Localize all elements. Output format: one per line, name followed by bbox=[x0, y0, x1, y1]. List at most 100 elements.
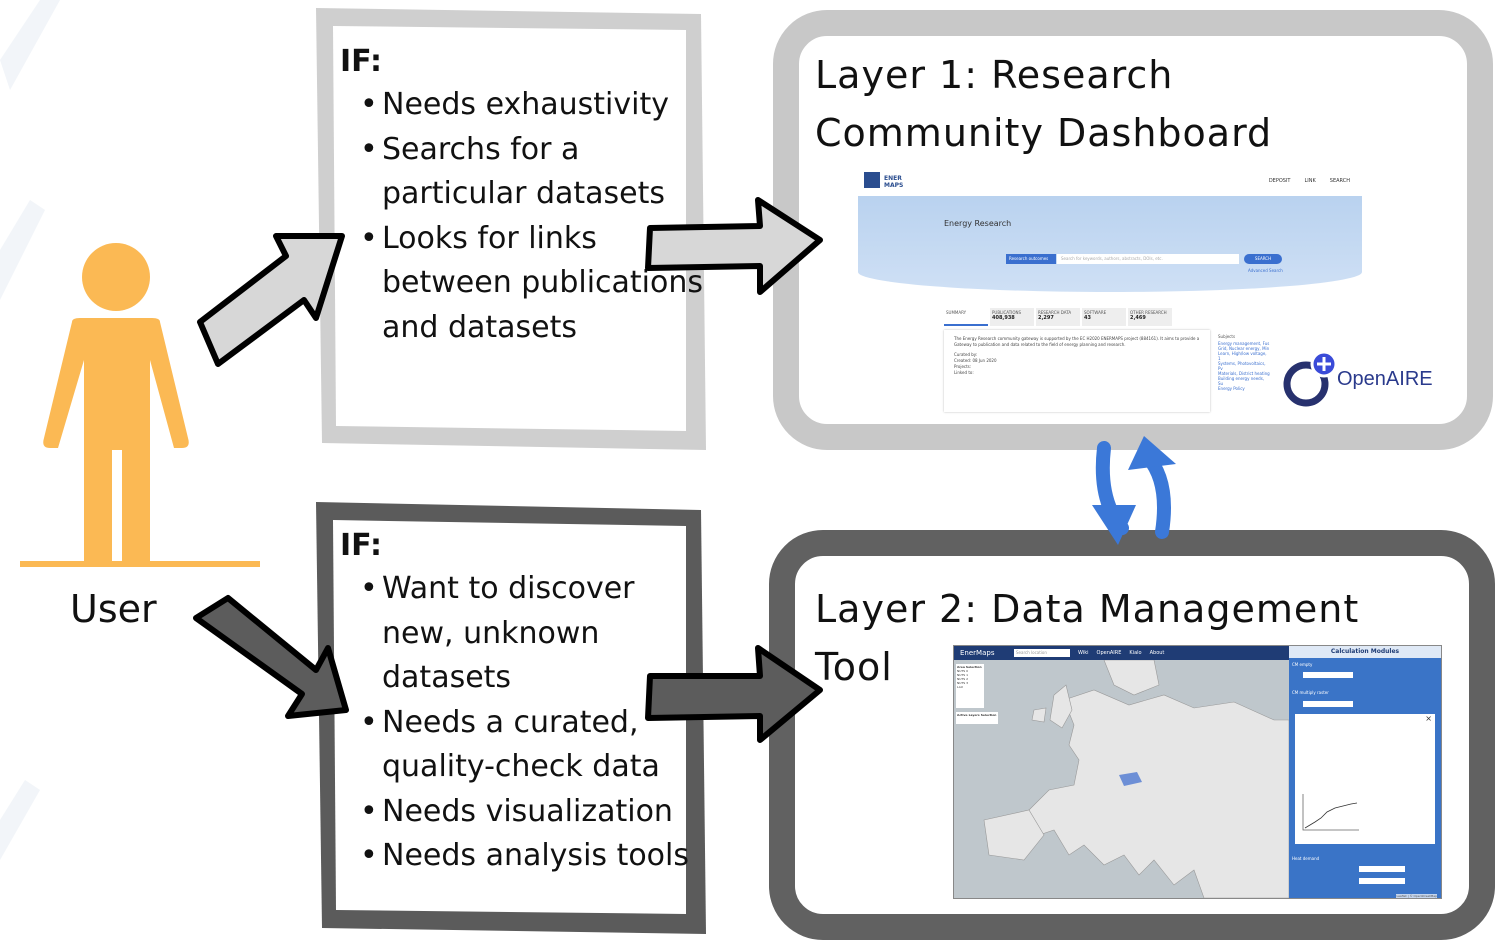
subjects-panel: Subjects Energy management, Fus Grid, Nu… bbox=[1214, 330, 1274, 412]
nuts-option[interactable]: NUTS 3 bbox=[957, 681, 969, 685]
layer1-dashboard-screenshot: ENER MAPS DEPOSIT LINK SEARCH Energy Res… bbox=[858, 168, 1368, 420]
nuts-option[interactable]: NUTS 2 bbox=[957, 677, 969, 681]
nuts-option[interactable]: LAU bbox=[957, 685, 963, 689]
nav-search-link[interactable]: SEARCH bbox=[1329, 178, 1350, 184]
layer2-title-line1: Layer 2: Data Management bbox=[815, 587, 1360, 631]
area-selection-panel: Area Selection NUTS 0 NUTS 1 NUTS 2 NUTS… bbox=[956, 664, 984, 708]
nav-deposit-link[interactable]: DEPOSIT bbox=[1268, 178, 1291, 184]
stat-tab[interactable]: SOFTWARE 43 bbox=[1082, 308, 1126, 326]
search-dropdown[interactable]: Research outcomes bbox=[1006, 254, 1056, 264]
calc-module-item[interactable]: CM multiply raster bbox=[1292, 690, 1329, 695]
nav-link-link[interactable]: LINK bbox=[1304, 178, 1316, 184]
dashboard-nav: DEPOSIT LINK SEARCH bbox=[1269, 178, 1350, 184]
nuts-option[interactable]: NUTS 0 bbox=[957, 669, 969, 673]
layer2-title: Layer 2: Data Management Tool bbox=[815, 580, 1359, 696]
active-layers-title: Active Layers Selection bbox=[957, 713, 997, 717]
nav-about[interactable]: About bbox=[1149, 650, 1165, 656]
close-icon[interactable]: × bbox=[1425, 714, 1432, 723]
dashboard-hero bbox=[858, 196, 1362, 292]
layer2-title-line2: Tool bbox=[815, 645, 893, 689]
layer1-title: Layer 1: Research Community Dashboard bbox=[815, 46, 1272, 162]
stat-tab[interactable]: OTHER RESEARCH 2,469 bbox=[1128, 308, 1172, 326]
stat-label: OTHER RESEARCH bbox=[1130, 310, 1167, 315]
calculation-modules-title: Calculation Modules bbox=[1289, 646, 1441, 658]
top-condition-item: Looks for links between publications and… bbox=[360, 217, 712, 351]
top-if-heading: IF: bbox=[340, 44, 383, 79]
search-button[interactable]: SEARCH bbox=[1244, 254, 1282, 264]
bottom-condition-item: Needs visualization bbox=[360, 790, 712, 835]
stat-label: RESEARCH DATA bbox=[1038, 310, 1072, 315]
calc-module-item[interactable]: CM empty bbox=[1292, 662, 1313, 667]
advanced-search-link[interactable]: Advanced Search bbox=[1248, 268, 1283, 273]
search-input[interactable]: Search for keywords, authors, abstracts,… bbox=[1057, 254, 1239, 264]
sync-arrows-icon bbox=[1092, 436, 1176, 545]
calc-module-item[interactable]: Heat demand bbox=[1292, 856, 1320, 861]
subject-item[interactable]: Energy management, Fus bbox=[1218, 341, 1270, 346]
bottom-if-heading: IF: bbox=[340, 528, 383, 563]
top-condition-item: Searchs for a particular datasets bbox=[360, 128, 712, 217]
stats-tabs: SUMMARY PUBLICATIONS 408,938 RESEARCH DA… bbox=[944, 308, 1172, 326]
enermaps-logo-text: ENER MAPS bbox=[884, 175, 904, 189]
openaire-logo: OpenAIRE bbox=[1272, 344, 1448, 418]
stat-label: PUBLICATIONS bbox=[992, 310, 1022, 315]
subject-item[interactable]: Materials, District heating bbox=[1218, 371, 1270, 376]
subjects-heading: Subjects bbox=[1218, 334, 1236, 339]
subject-item[interactable]: Energy Policy bbox=[1218, 386, 1245, 391]
layer2-map-tool-screenshot: EnerMaps Search location Wiki OpenAIRE K… bbox=[953, 645, 1442, 899]
stat-value: 43 bbox=[1084, 315, 1091, 321]
community-description: The Energy Research community gateway is… bbox=[954, 336, 1200, 347]
openaire-logo-mark bbox=[1283, 350, 1338, 407]
bottom-condition-list: Want to discover new, unknown datasets N… bbox=[358, 567, 712, 879]
active-layers-panel: Active Layers Selection bbox=[956, 712, 998, 724]
calc-module-input[interactable] bbox=[1303, 672, 1353, 678]
stat-label: SUMMARY bbox=[946, 310, 967, 315]
app-name: EnerMaps bbox=[960, 649, 995, 657]
user-label: User bbox=[70, 587, 157, 631]
layer1-title-line2: Community Dashboard bbox=[815, 111, 1273, 155]
calc-result-card: × bbox=[1295, 714, 1435, 844]
stat-label: SOFTWARE bbox=[1084, 310, 1107, 315]
subject-item[interactable]: Learn, High/low voltage, 1 bbox=[1218, 351, 1267, 361]
stat-value: 408,938 bbox=[992, 315, 1015, 321]
stat-value: 2,297 bbox=[1038, 315, 1054, 321]
stat-tab[interactable]: RESEARCH DATA 2,297 bbox=[1036, 308, 1080, 326]
calc-module-input[interactable] bbox=[1303, 701, 1353, 707]
calculation-modules-panel: Calculation Modules CM empty CM multiply… bbox=[1289, 646, 1441, 898]
enermaps-logo bbox=[864, 172, 880, 188]
map-nav: Wiki OpenAIRE Kialo About bbox=[1078, 646, 1164, 660]
hero-title: Energy Research bbox=[944, 219, 1012, 228]
description-card: The Energy Research community gateway is… bbox=[944, 330, 1210, 412]
calc-module-input[interactable] bbox=[1359, 878, 1405, 884]
calc-module-input[interactable] bbox=[1359, 866, 1405, 872]
bottom-condition-item: Needs a curated, quality-check data bbox=[360, 701, 712, 790]
stat-tab[interactable]: PUBLICATIONS 408,938 bbox=[990, 308, 1034, 326]
subject-item[interactable]: Systems, Photovoltaics, Pv bbox=[1218, 361, 1266, 371]
user-figure bbox=[20, 243, 260, 567]
stat-value: 2,469 bbox=[1130, 315, 1146, 321]
map-app-header: EnerMaps Search location Wiki OpenAIRE K… bbox=[954, 646, 1289, 660]
nav-openaire[interactable]: OpenAIRE bbox=[1096, 650, 1122, 656]
bottom-condition-item: Want to discover new, unknown datasets bbox=[360, 567, 712, 701]
bottom-condition-item: Needs analysis tools bbox=[360, 834, 712, 879]
subject-item[interactable]: Building energy needs, Su bbox=[1218, 376, 1265, 386]
stat-tab[interactable]: SUMMARY bbox=[944, 308, 988, 326]
projects-count: Projects: bbox=[954, 364, 972, 369]
curated-by: Curated by: bbox=[954, 352, 978, 357]
nuts-option[interactable]: NUTS 1 bbox=[957, 673, 969, 677]
map-attribution: Leaflet | © OpenStreetMap bbox=[1396, 894, 1437, 898]
layer1-title-line1: Layer 1: Research bbox=[815, 53, 1174, 97]
area-selection-title: Area Selection bbox=[957, 665, 982, 669]
nav-kialo[interactable]: Kialo bbox=[1129, 650, 1142, 656]
top-condition-list: Needs exhaustivity Searchs for a particu… bbox=[358, 83, 712, 350]
top-condition-item: Needs exhaustivity bbox=[360, 83, 712, 128]
linked-to: Linked to: bbox=[954, 370, 974, 375]
location-search-input[interactable]: Search location bbox=[1014, 649, 1070, 657]
background-decoration bbox=[0, 0, 60, 860]
ground-line bbox=[20, 561, 260, 567]
europe-map[interactable] bbox=[954, 660, 1289, 898]
result-line-chart bbox=[1302, 794, 1359, 831]
subject-item[interactable]: Grid, Nuclear energy, Min bbox=[1218, 346, 1270, 351]
created-date: Created: 08 Jun 2020 bbox=[954, 358, 997, 363]
openaire-logo-text: OpenAIRE bbox=[1337, 368, 1433, 390]
nav-wiki[interactable]: Wiki bbox=[1078, 650, 1089, 656]
